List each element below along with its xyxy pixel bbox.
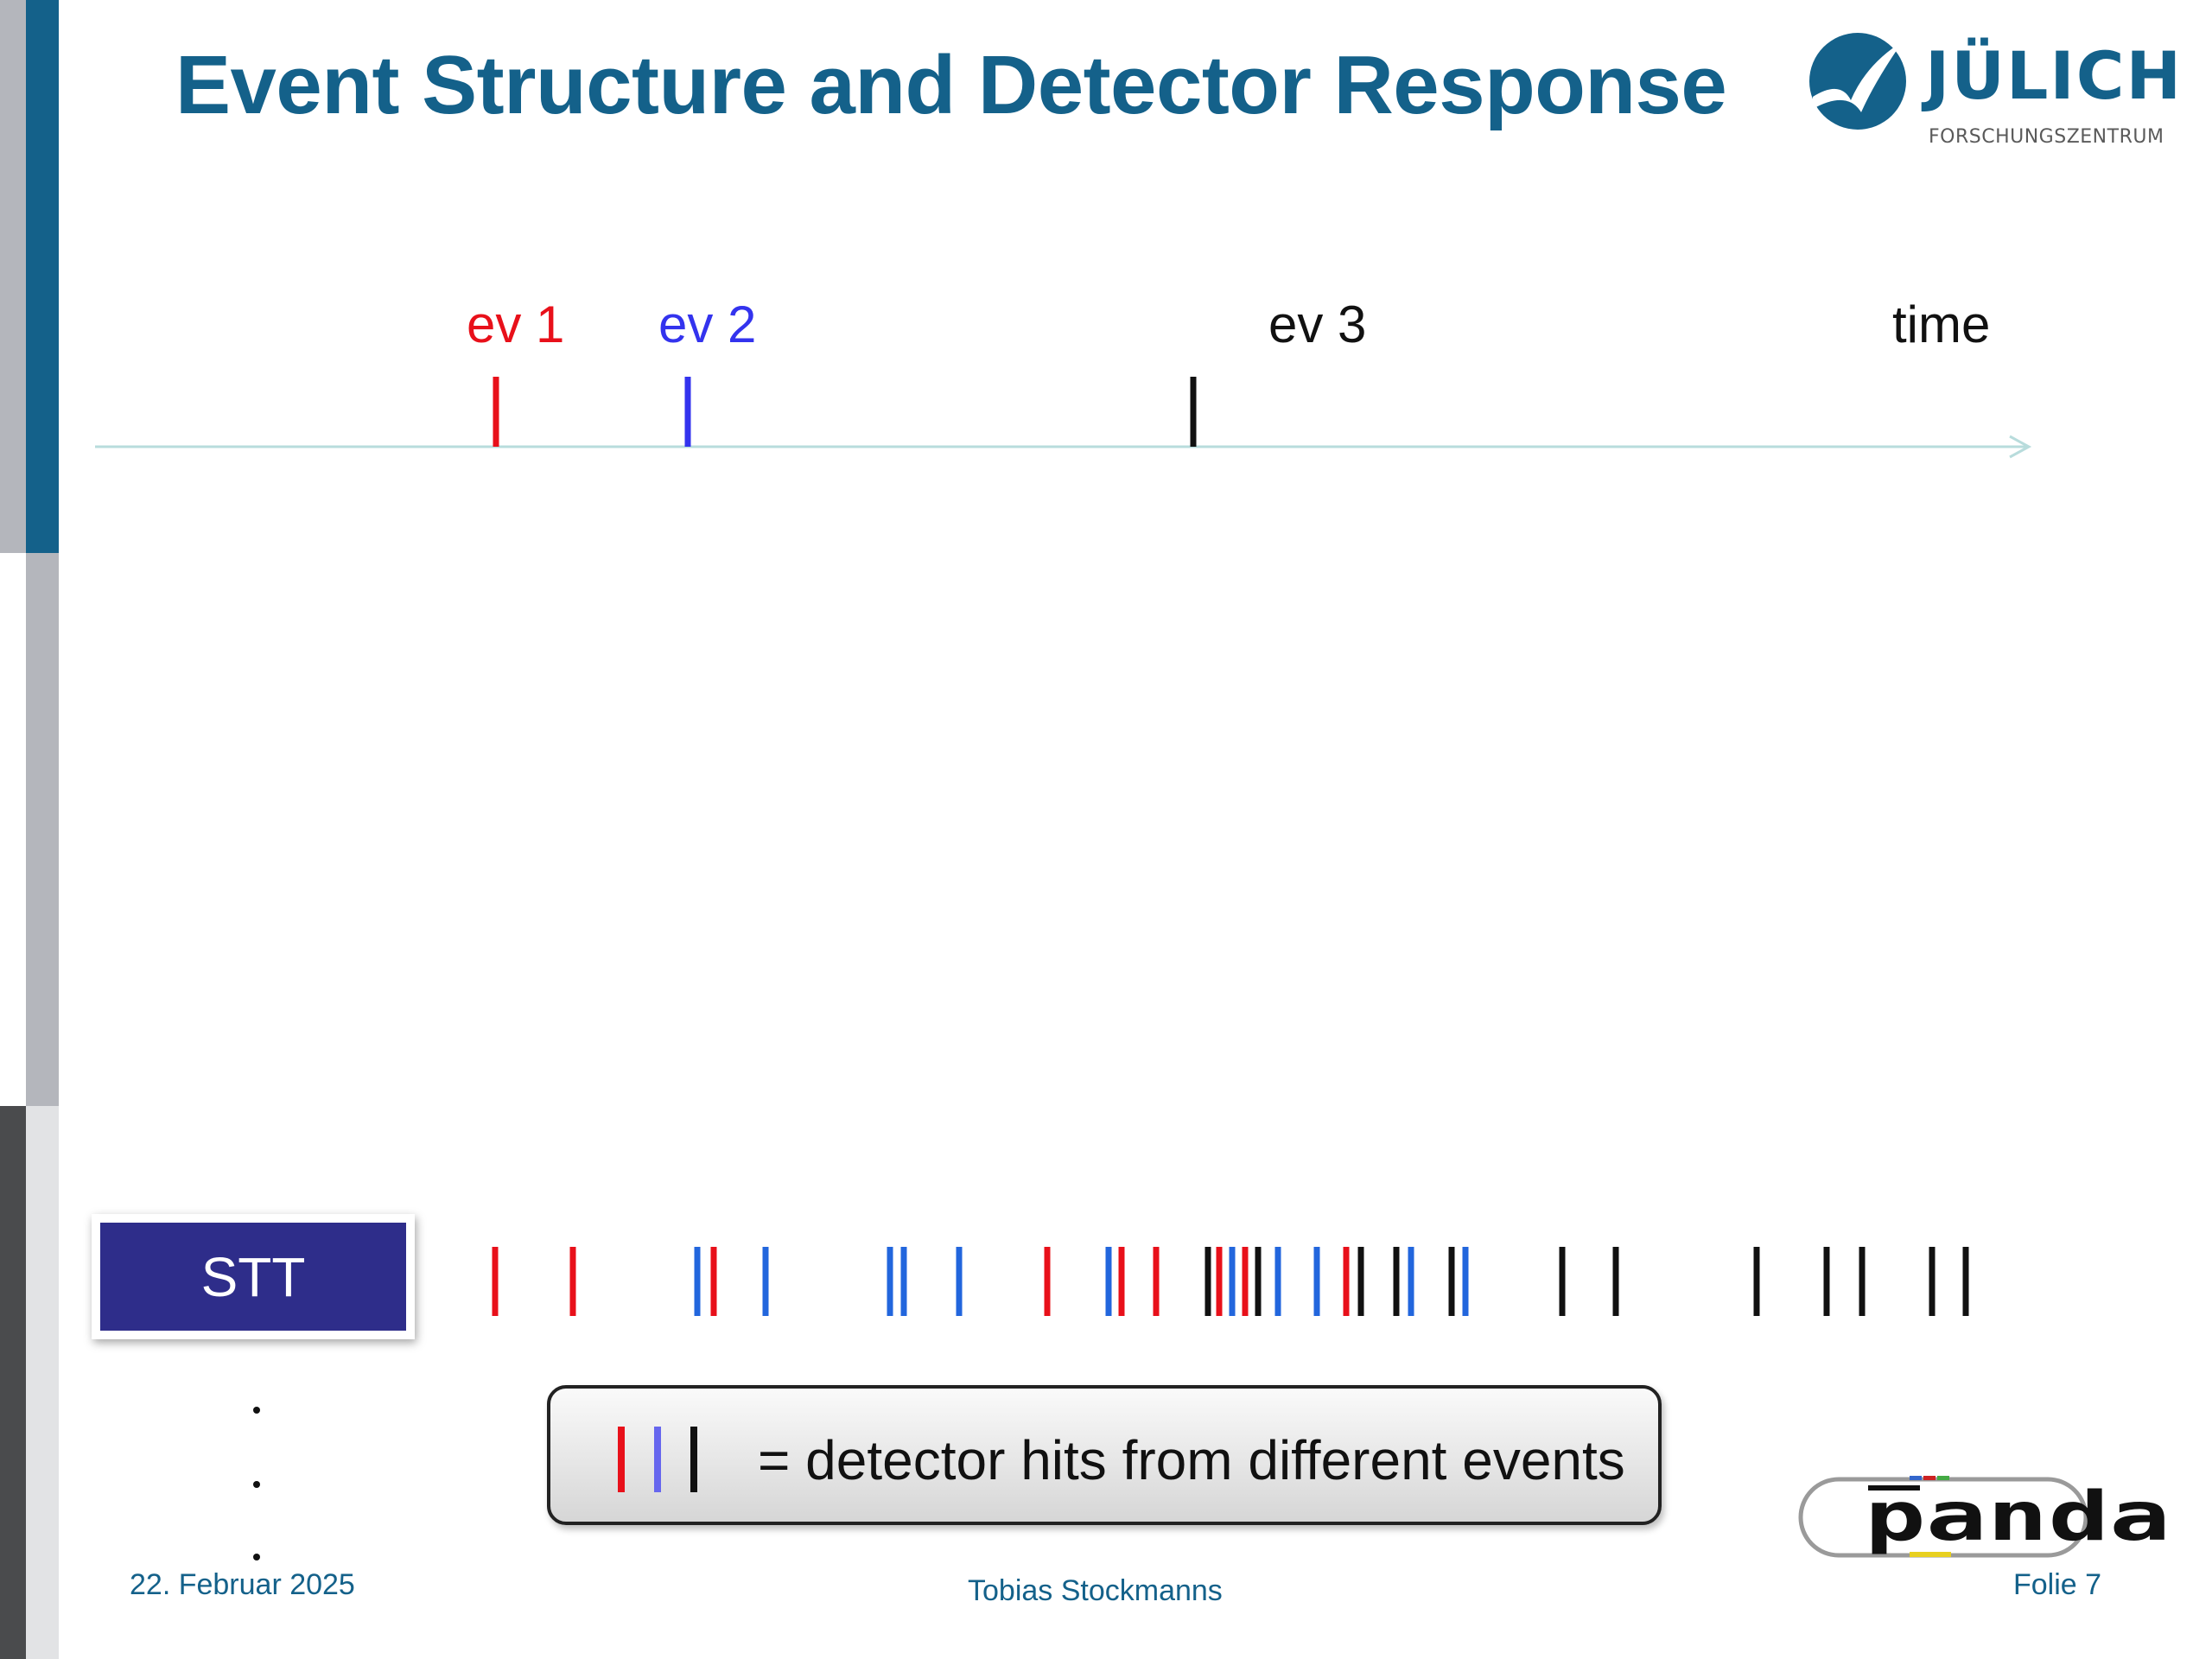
legend-box: = detector hits from different events — [547, 1385, 1662, 1525]
slide-title: Event Structure and Detector Response — [175, 39, 1727, 131]
sidebar-segment-white — [0, 553, 26, 1106]
sidebar-segment-light — [26, 1106, 59, 1659]
continuation-dots — [253, 1407, 260, 1560]
juelich-mark-icon — [1809, 33, 1906, 130]
footer-author: Tobias Stockmanns — [968, 1574, 1223, 1607]
event-label-2: ev 2 — [658, 296, 757, 353]
stt-detector-box: STT — [92, 1214, 415, 1339]
legend-color-marks — [618, 1427, 697, 1492]
footer-page-number: Folie 7 — [2013, 1568, 2102, 1601]
juelich-wordmark: JÜLICH — [1925, 37, 2183, 114]
time-axis-arrowhead — [2009, 435, 2032, 459]
juelich-subtitle: FORSCHUNGSZENTRUM — [1929, 126, 2164, 148]
event-label-3: ev 3 — [1268, 296, 1367, 353]
juelich-logo: JÜLICH FORSCHUNGSZENTRUM — [1806, 26, 2186, 156]
sidebar-segment-dark — [0, 1106, 26, 1659]
stt-label: STT — [100, 1223, 406, 1331]
event-label-1: ev 1 — [467, 296, 565, 353]
legend-text: = detector hits from different events — [758, 1429, 1625, 1491]
sidebar-segment-blue — [26, 0, 59, 553]
left-sidebar — [0, 0, 59, 1659]
sidebar-segment-gray-mid — [26, 553, 59, 1106]
panda-wordmark: panda — [1865, 1478, 2171, 1556]
footer-date: 22. Februar 2025 — [130, 1568, 355, 1601]
time-axis-label: time — [1892, 296, 1991, 353]
panda-logo: panda — [1798, 1476, 2171, 1558]
sidebar-segment-gray-top — [0, 0, 26, 553]
